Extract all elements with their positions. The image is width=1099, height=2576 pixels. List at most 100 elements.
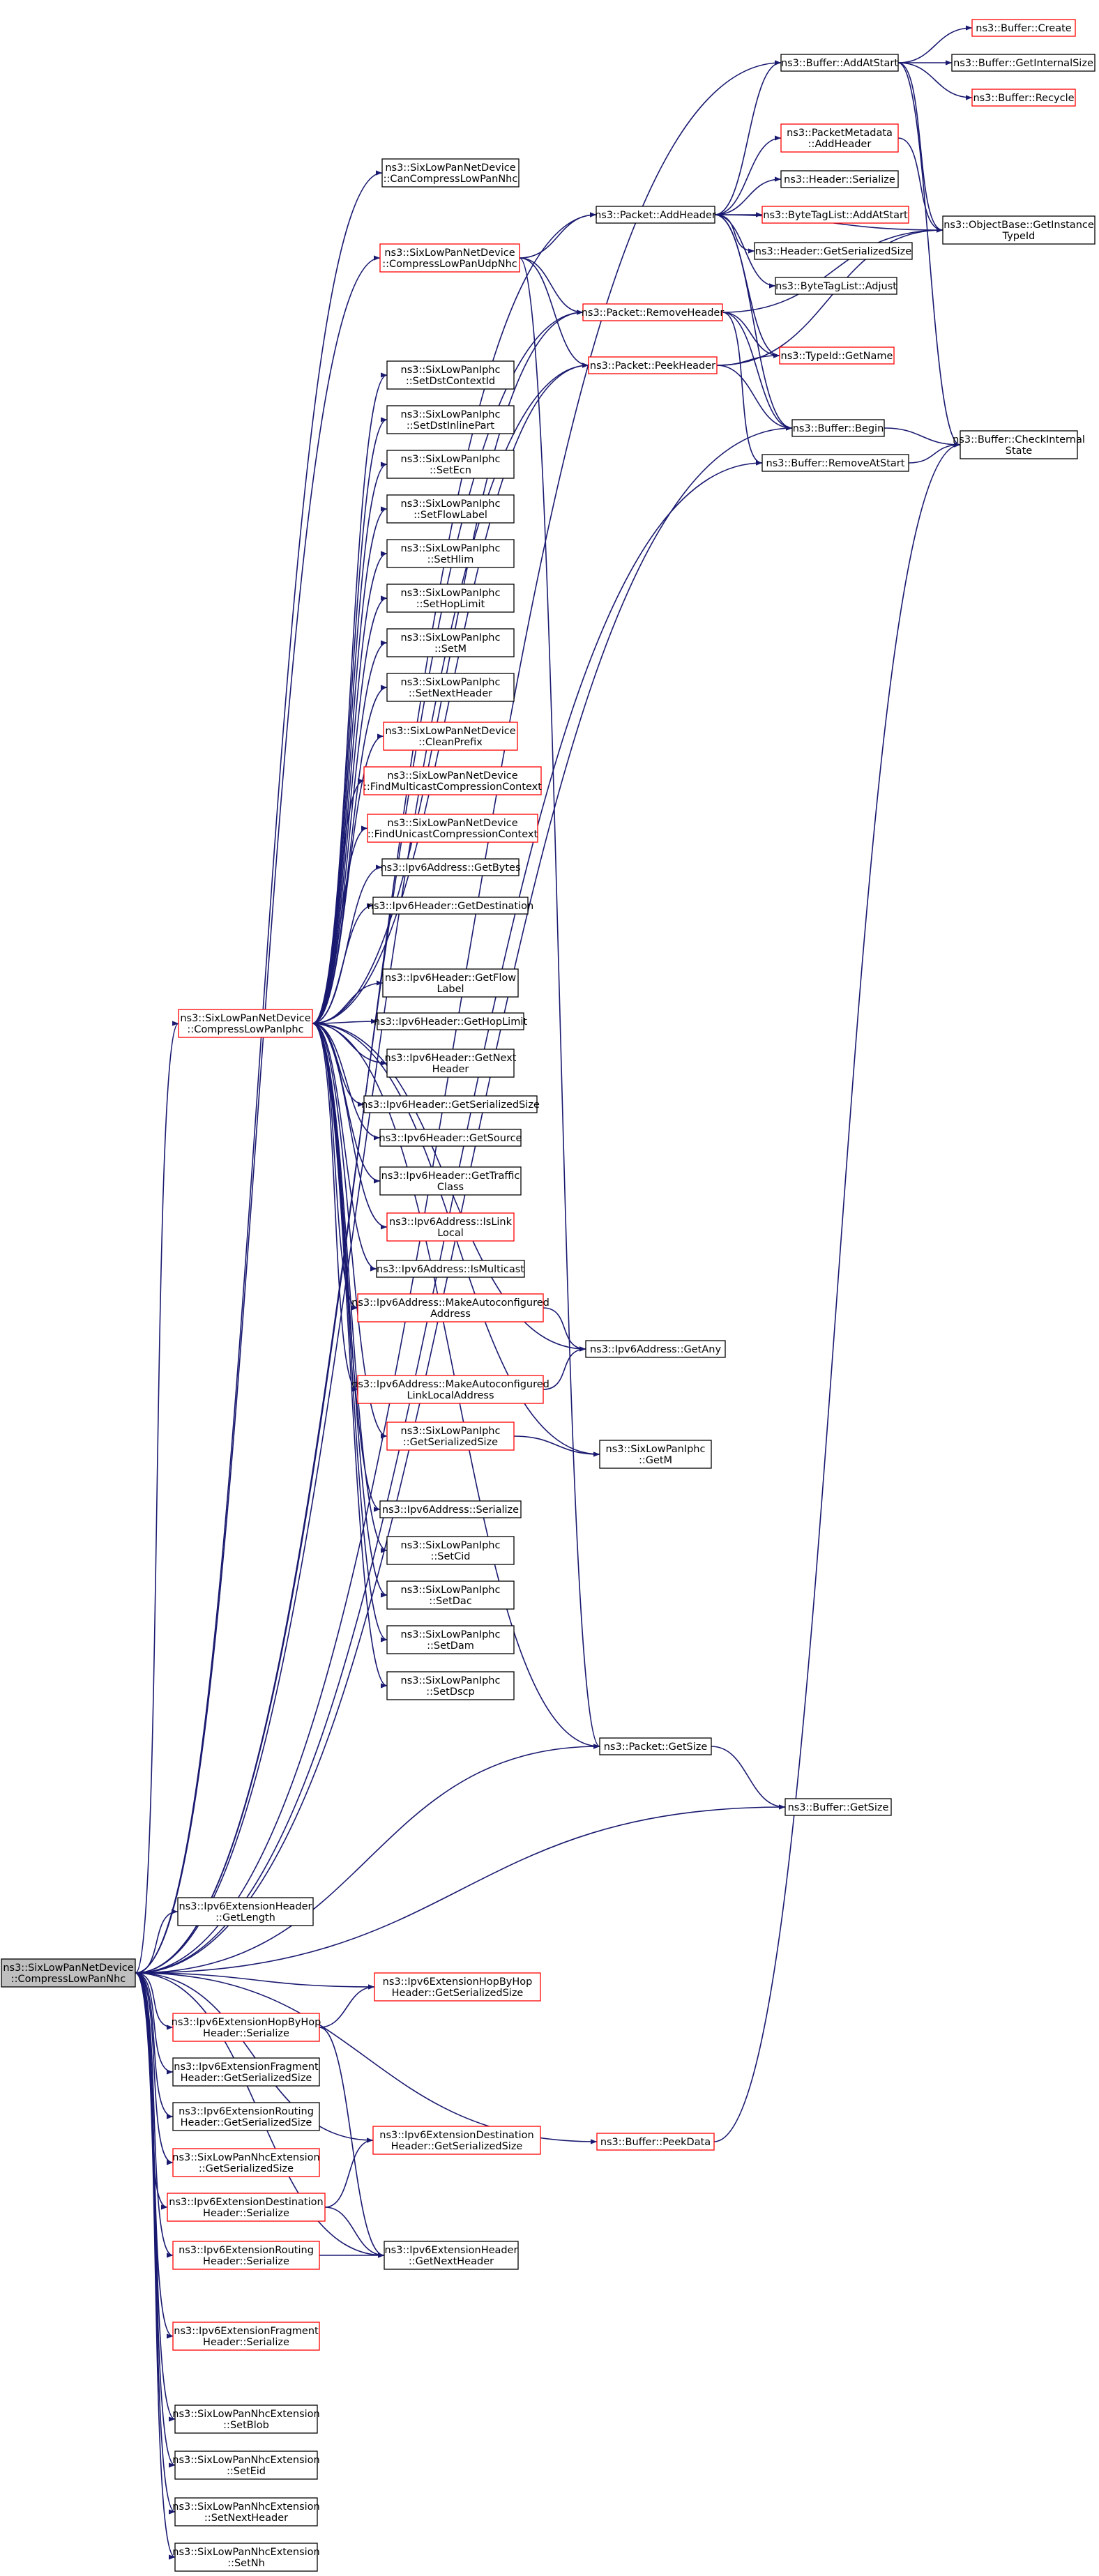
node-label: ns3::Ipv6ExtensionDestination	[379, 2130, 533, 2141]
node-extHdrGetNext[interactable]: ns3::Ipv6ExtensionHeader::GetNextHeader	[384, 2241, 519, 2270]
node-box	[367, 814, 538, 843]
node-setCid[interactable]: ns3::SixLowPanIphc::SetCid	[386, 1536, 515, 1565]
node-nhcSetNextHeader[interactable]: ns3::SixLowPanNhcExtension::SetNextHeade…	[172, 2497, 320, 2527]
node-setDstInlinePart[interactable]: ns3::SixLowPanIphc::SetDstInlinePart	[386, 405, 515, 434]
node-hdrSerialize[interactable]: ns3::Header::Serialize	[780, 170, 899, 188]
node-hbhGetSerSize[interactable]: ns3::Ipv6ExtensionHopByHopHeader::GetSer…	[374, 1972, 541, 2002]
edge-pktPeekHeader-to-bufBegin	[716, 365, 793, 431]
node-routSerialize[interactable]: ns3::Ipv6ExtensionRoutingHeader::Seriali…	[172, 2241, 320, 2270]
node-label: ns3::SixLowPanNetDevice	[385, 162, 515, 174]
node-typeIdGetName[interactable]: ns3::TypeId::GetName	[779, 346, 895, 365]
node-bufRecycle[interactable]: ns3::Buffer::Recycle	[971, 89, 1076, 107]
node-routGetSerSize[interactable]: ns3::Ipv6ExtensionRoutingHeader::GetSeri…	[172, 2102, 320, 2131]
node-compressUdpNhc[interactable]: ns3::SixLowPanNetDevice::CompressLowPanU…	[379, 243, 520, 273]
node-label: ::SetDam	[427, 1640, 474, 1652]
node-box	[372, 2126, 541, 2155]
node-label: ns3::Buffer::GetInternalSize	[953, 58, 1093, 69]
node-compressIphc[interactable]: ns3::SixLowPanNetDevice::CompressLowPanI…	[178, 1009, 313, 1038]
node-v6HdrGetSerSize[interactable]: ns3::Ipv6Header::GetSerializedSize	[361, 1095, 540, 1113]
node-label: Class	[437, 1182, 464, 1193]
node-box	[384, 2241, 519, 2270]
node-btlAdjust[interactable]: ns3::ByteTagList::Adjust	[775, 277, 897, 295]
node-label: ::SetDstInlinePart	[407, 420, 495, 432]
node-box	[386, 1671, 515, 1700]
node-v6GetAny[interactable]: ns3::Ipv6Address::GetAny	[585, 1340, 726, 1358]
nodes-layer: ns3::SixLowPanNetDevice::CompressLowPanN…	[1, 19, 1096, 2572]
node-label: ::SetNh	[227, 2558, 265, 2569]
node-box	[951, 54, 1096, 72]
node-setM[interactable]: ns3::SixLowPanIphc::SetM	[386, 628, 515, 657]
node-bufCreate[interactable]: ns3::Buffer::Create	[971, 19, 1076, 37]
node-v6Serialize[interactable]: ns3::Ipv6Address::Serialize	[379, 1500, 522, 1518]
node-iphcGetM[interactable]: ns3::SixLowPanIphc::GetM	[599, 1440, 712, 1469]
node-label: ns3::Header::Serialize	[784, 174, 895, 185]
node-nhcSetEid[interactable]: ns3::SixLowPanNhcExtension::SetEid	[172, 2451, 320, 2480]
node-bufPeekData[interactable]: ns3::Buffer::PeekData	[596, 2133, 715, 2151]
node-hdrSerSize[interactable]: ns3::Header::GetSerializedSize	[754, 242, 913, 260]
node-iphcGetSerSize[interactable]: ns3::SixLowPanIphc::GetSerializedSize	[386, 1422, 515, 1451]
node-findMcastCtx[interactable]: ns3::SixLowPanNetDevice::FindMulticastCo…	[363, 766, 542, 795]
node-setNextHeader[interactable]: ns3::SixLowPanIphc::SetNextHeader	[386, 673, 515, 702]
node-label: Header::GetSerializedSize	[181, 2117, 312, 2128]
node-v6MakeAutoAddr[interactable]: ns3::Ipv6Address::MakeAutoconfiguredAddr…	[351, 1293, 550, 1323]
node-label: ::FindUnicastCompressionContext	[367, 829, 538, 840]
node-root[interactable]: ns3::SixLowPanNetDevice::CompressLowPanN…	[1, 1958, 136, 1988]
node-btlAddAtStart[interactable]: ns3::ByteTagList::AddAtStart	[761, 206, 909, 224]
node-nhcSetBlob[interactable]: ns3::SixLowPanNhcExtension::SetBlob	[172, 2404, 320, 2434]
edge-destSerialize-to-destGetSerSize	[324, 2137, 374, 2208]
node-label: ns3::Ipv6Header::GetHopLimit	[374, 1016, 527, 1028]
node-bufGetSize[interactable]: ns3::Buffer::GetSize	[785, 1798, 892, 1816]
edge-root-to-bufGetSize	[135, 1804, 786, 1974]
node-setHopLimit[interactable]: ns3::SixLowPanIphc::SetHopLimit	[386, 584, 515, 613]
node-addAtStart[interactable]: ns3::Buffer::AddAtStart	[780, 54, 899, 72]
node-v6HdrGetNext[interactable]: ns3::Ipv6Header::GetNextHeader	[385, 1049, 517, 1078]
node-pktGetSize[interactable]: ns3::Packet::GetSize	[599, 1737, 712, 1755]
node-fragGetSerSize[interactable]: ns3::Ipv6ExtensionFragmentHeader::GetSer…	[172, 2057, 320, 2087]
node-cleanPrefix[interactable]: ns3::SixLowPanNetDevice::CleanPrefix	[383, 722, 518, 751]
node-pktRemoveHeader[interactable]: ns3::Packet::RemoveHeader	[582, 303, 725, 321]
node-setDstContextId[interactable]: ns3::SixLowPanIphc::SetDstContextId	[386, 360, 515, 390]
node-setHlim[interactable]: ns3::SixLowPanIphc::SetHlim	[386, 539, 515, 568]
node-pktPeekHeader[interactable]: ns3::Packet::PeekHeader	[588, 356, 718, 374]
node-v6GetBytes[interactable]: ns3::Ipv6Address::GetBytes	[380, 858, 521, 876]
node-pktAddHeader[interactable]: ns3::Packet::AddHeader	[595, 206, 716, 224]
node-nhcExtGetSerSize[interactable]: ns3::SixLowPanNhcExtension::GetSerialize…	[172, 2148, 320, 2177]
node-canCompressNhc[interactable]: ns3::SixLowPanNetDevice::CanCompressLowP…	[381, 158, 520, 188]
node-hbhSerialize[interactable]: ns3::Ipv6ExtensionHopByHopHeader::Serial…	[172, 2013, 321, 2042]
node-v6IsMulticast[interactable]: ns3::Ipv6Address::IsMulticast	[376, 1260, 525, 1278]
node-bufInternalSize[interactable]: ns3::Buffer::GetInternalSize	[951, 54, 1096, 72]
node-label: ::SetEid	[227, 2466, 266, 2477]
node-label: ::SetM	[434, 643, 467, 655]
node-metaAddHeader[interactable]: ns3::PacketMetadata::AddHeader	[780, 123, 899, 153]
node-findUcastCtx[interactable]: ns3::SixLowPanNetDevice::FindUnicastComp…	[367, 814, 538, 843]
node-label: ns3::SixLowPanIphc	[401, 543, 501, 554]
node-setEcn[interactable]: ns3::SixLowPanIphc::SetEcn	[386, 450, 515, 479]
node-setDac[interactable]: ns3::SixLowPanIphc::SetDac	[386, 1580, 515, 1610]
node-bufBegin[interactable]: ns3::Buffer::Begin	[791, 419, 885, 437]
node-box	[383, 722, 518, 751]
node-v6MakeAutoLL[interactable]: ns3::Ipv6Address::MakeAutoconfiguredLink…	[351, 1375, 550, 1404]
node-extHdrGetLength[interactable]: ns3::Ipv6ExtensionHeader::GetLength	[177, 1897, 314, 1926]
node-destSerialize[interactable]: ns3::Ipv6ExtensionDestinationHeader::Ser…	[167, 2193, 326, 2222]
node-setDam[interactable]: ns3::SixLowPanIphc::SetDam	[386, 1625, 515, 1654]
node-fragSerialize[interactable]: ns3::Ipv6ExtensionFragmentHeader::Serial…	[172, 2322, 320, 2351]
node-label: ns3::SixLowPanIphc	[401, 677, 501, 688]
node-label: LinkLocalAddress	[407, 1390, 494, 1401]
node-label: ns3::Ipv6ExtensionHopByHop	[383, 1976, 533, 1988]
node-setFlowLabel[interactable]: ns3::SixLowPanIphc::SetFlowLabel	[386, 494, 515, 524]
node-destGetSerSize[interactable]: ns3::Ipv6ExtensionDestinationHeader::Get…	[372, 2126, 541, 2155]
edge-compressIphc-to-v6HdrGetFlowLabel	[312, 980, 384, 1024]
node-bufRemoveAtStart[interactable]: ns3::Buffer::RemoveAtStart	[761, 454, 909, 472]
node-v6HdrGetDest[interactable]: ns3::Ipv6Header::GetDestination	[367, 897, 533, 915]
node-v6HdrGetHopLimit[interactable]: ns3::Ipv6Header::GetHopLimit	[374, 1012, 527, 1030]
edge-compressIphc-to-v6IsLinkLocal	[312, 1023, 388, 1230]
node-v6HdrGetSource[interactable]: ns3::Ipv6Header::GetSource	[379, 1129, 522, 1147]
node-setDscp[interactable]: ns3::SixLowPanIphc::SetDscp	[386, 1671, 515, 1700]
node-label: ::SetEcn	[430, 465, 471, 476]
node-nhcSetNh[interactable]: ns3::SixLowPanNhcExtension::SetNh	[172, 2543, 320, 2572]
